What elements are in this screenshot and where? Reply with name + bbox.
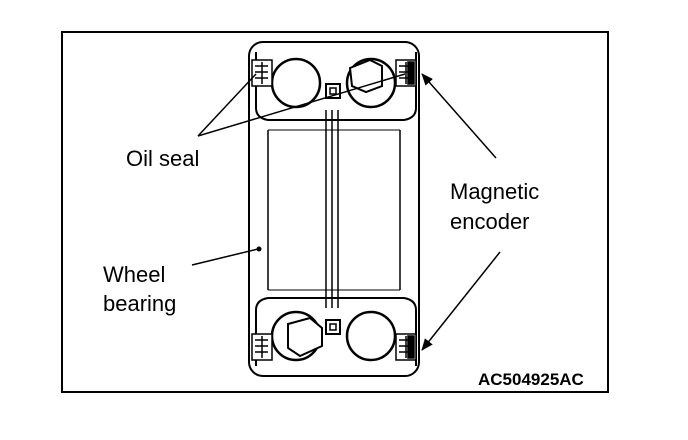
encoder-arrow-bottom — [421, 251, 501, 351]
oil-seal-label: Oil seal — [126, 146, 200, 171]
oil-seal-leader-2 — [197, 73, 406, 137]
wheel-bearing-dot — [256, 246, 262, 252]
cage-bottom — [287, 316, 323, 358]
ball-top-left — [270, 57, 322, 109]
ball-bottom-right — [345, 310, 397, 362]
bottom-ball-row — [270, 310, 397, 362]
oil-seal-bottom-left — [251, 333, 273, 361]
figure-frame — [61, 31, 609, 393]
magnetic-encoder-label-line2: encoder — [450, 209, 530, 234]
wheel-bearing-leader — [191, 248, 259, 266]
wheel-bearing-label-line2: bearing — [103, 291, 177, 316]
magnetic-encoder-label-line1: Magnetic — [450, 179, 540, 204]
leader-lines — [191, 73, 501, 351]
oil-seal-top-left — [251, 59, 273, 87]
encoder-arrow-top — [421, 73, 497, 159]
figure-code: AC504925AC — [478, 370, 584, 389]
magnetic-encoder-bottom-right — [395, 333, 417, 361]
oil-seal-leader-1 — [197, 73, 257, 137]
wheel-bearing-label-line1: Wheel — [103, 262, 166, 287]
magnetic-encoder-top-right — [395, 59, 417, 87]
